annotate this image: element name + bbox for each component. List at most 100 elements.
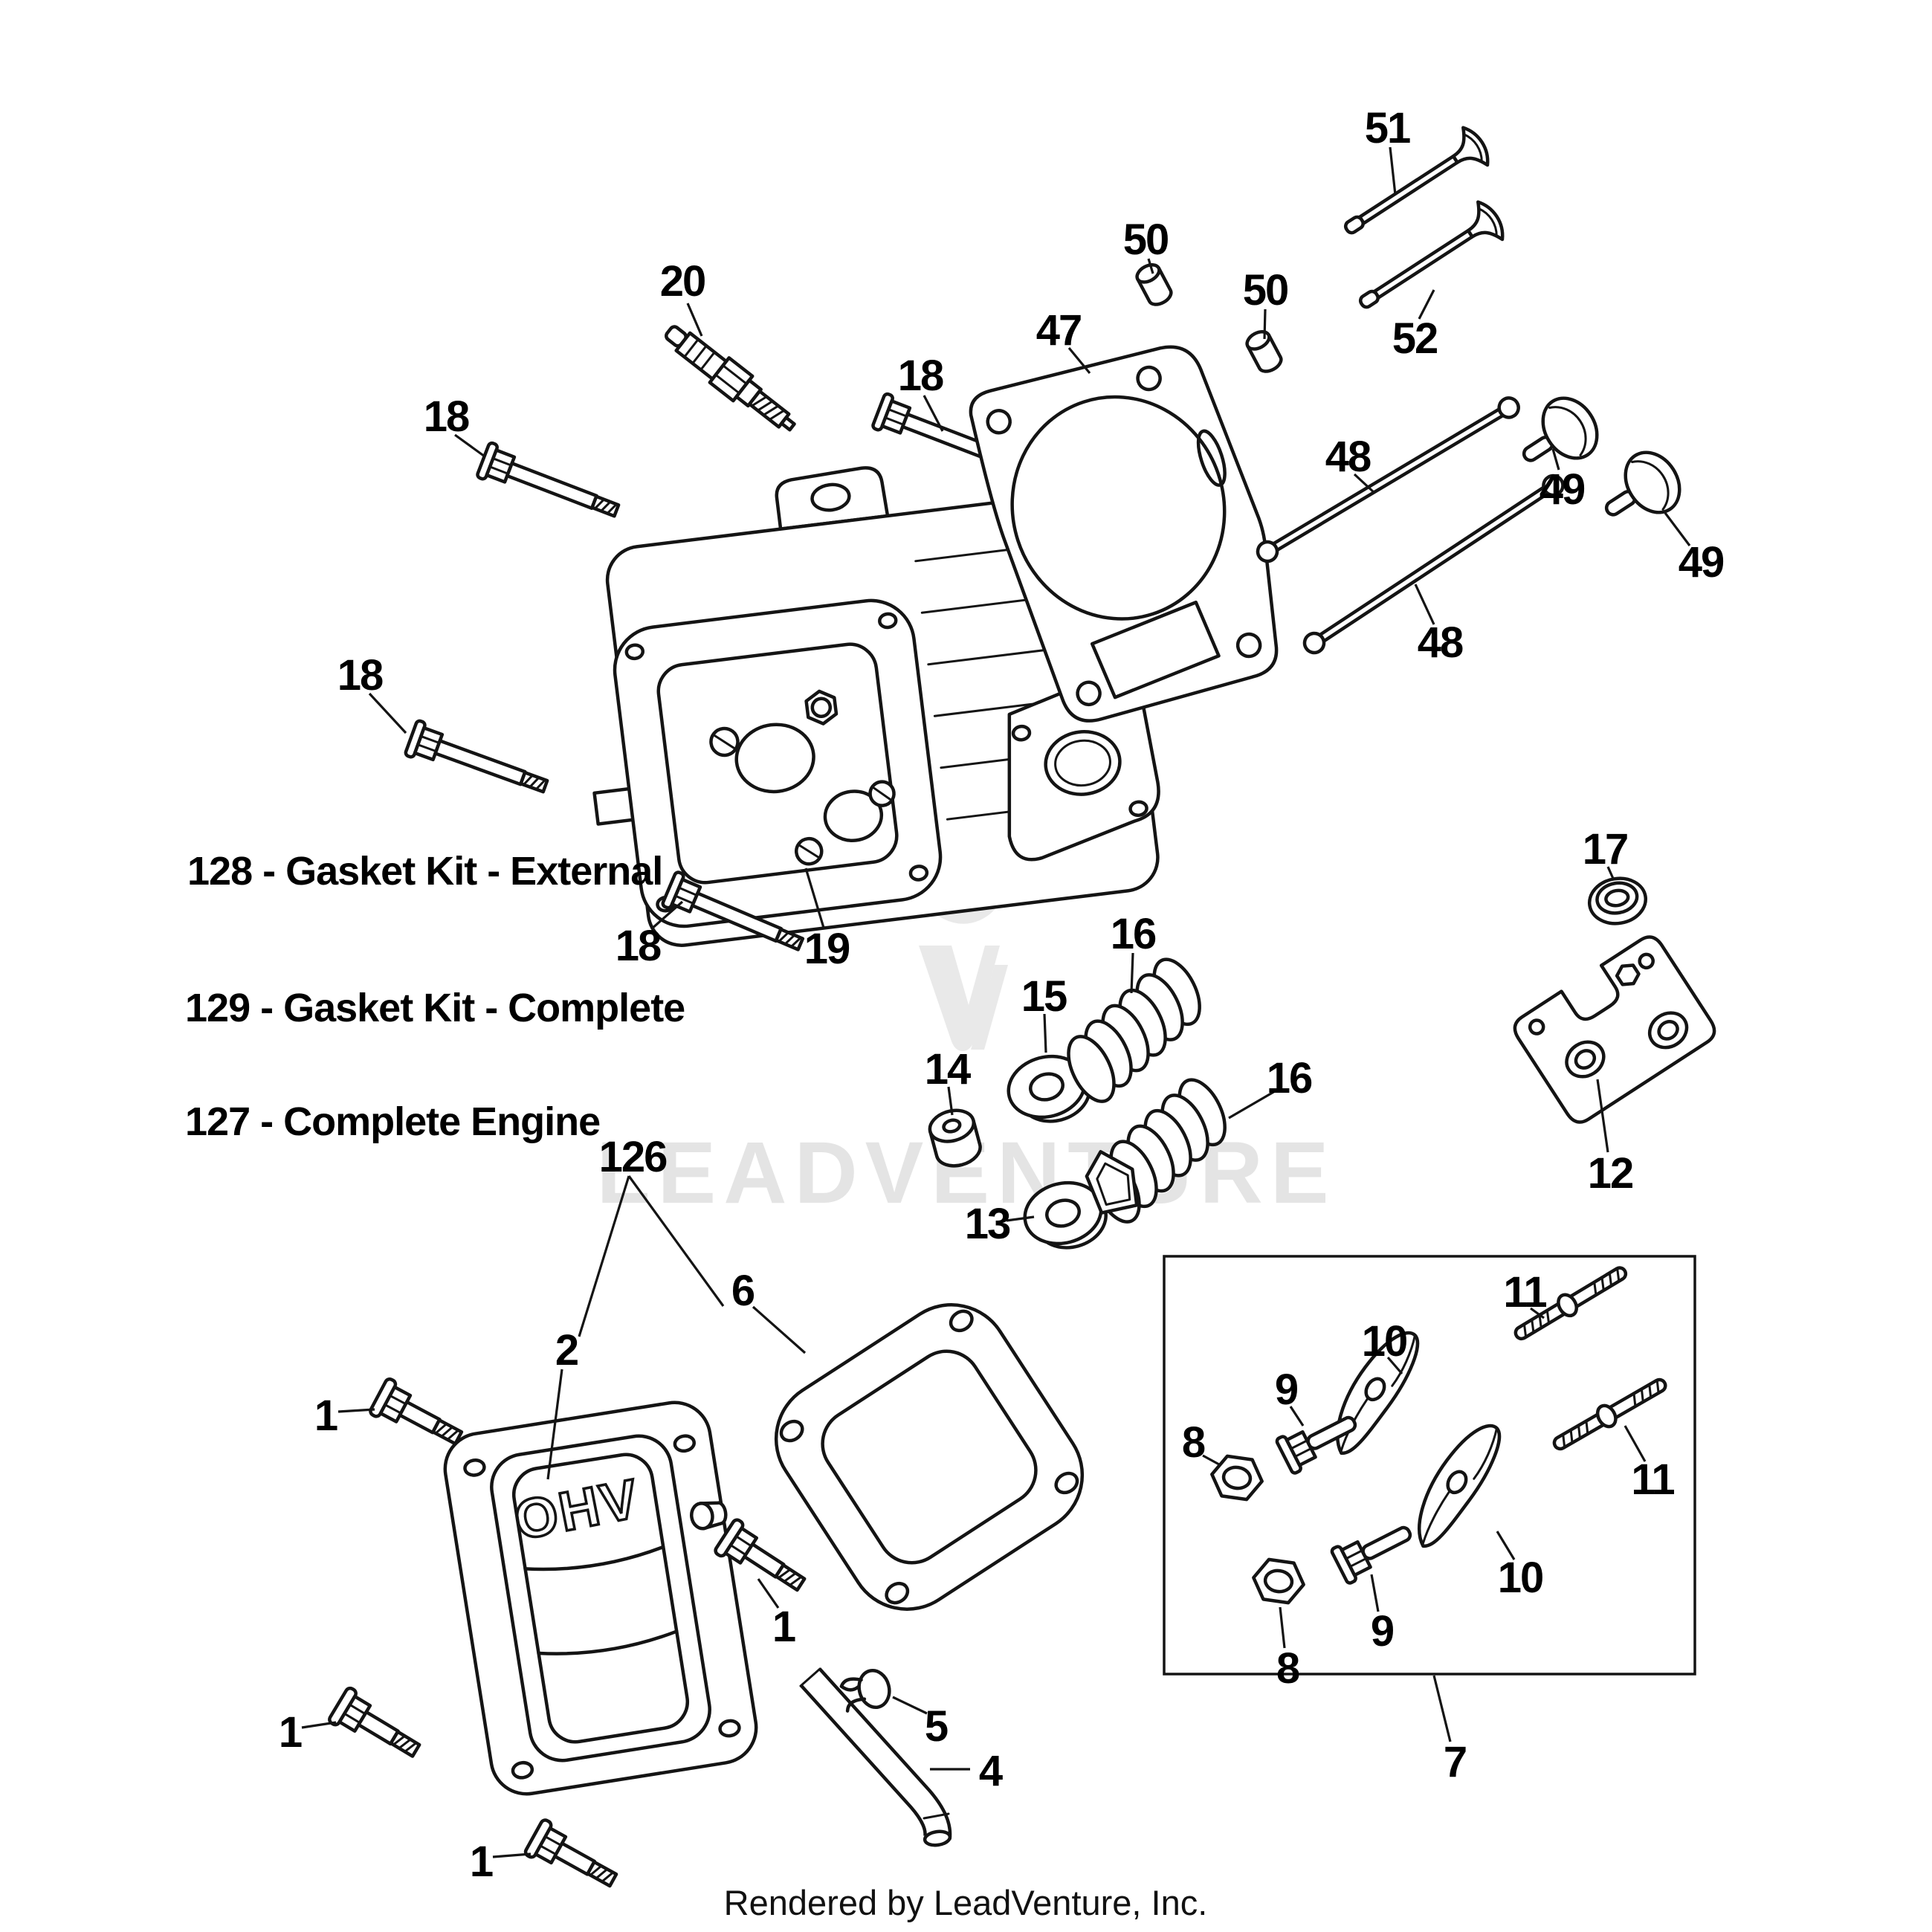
callout-20: 20 xyxy=(660,257,705,306)
leader-line-7 xyxy=(1432,1675,1452,1742)
leader-line-126 xyxy=(627,1175,725,1307)
leader-line-5 xyxy=(892,1696,928,1715)
callout-11: 11 xyxy=(1503,1268,1546,1316)
callout-1: 1 xyxy=(314,1392,337,1440)
callout-17: 17 xyxy=(1583,825,1628,873)
callout-49: 49 xyxy=(1679,538,1724,587)
leader-line-18 xyxy=(368,692,407,734)
leader-line-1 xyxy=(337,1408,375,1413)
rocker-arm-drawing xyxy=(1401,1415,1511,1554)
callout-13: 13 xyxy=(965,1200,1010,1248)
leader-line-49 xyxy=(1551,448,1560,471)
pivot-nut-drawing xyxy=(1587,876,1648,925)
rocker-kit-box xyxy=(1163,1255,1696,1676)
callout-14: 14 xyxy=(925,1045,971,1093)
head-gasket-drawing xyxy=(969,345,1279,723)
callout-16: 16 xyxy=(1111,910,1156,958)
callout-1: 1 xyxy=(279,1708,302,1757)
callout-9: 9 xyxy=(1371,1607,1394,1655)
callout-49: 49 xyxy=(1540,465,1585,514)
footer-credit: Rendered by LeadVenture, Inc. xyxy=(724,1883,1208,1922)
leader-line-11 xyxy=(1530,1307,1545,1319)
rocker-stud-drawing xyxy=(1550,1373,1670,1456)
leader-line-18 xyxy=(454,433,485,458)
callout-50: 50 xyxy=(1123,216,1169,264)
leader-line-19 xyxy=(804,868,825,928)
callout-19: 19 xyxy=(804,925,850,973)
callout-18: 18 xyxy=(337,651,383,700)
leader-line-14 xyxy=(947,1086,954,1116)
leader-line-1 xyxy=(492,1852,532,1858)
leader-line-9 xyxy=(1370,1574,1380,1612)
valve-spring-drawing xyxy=(1070,1065,1249,1237)
leader-line-51 xyxy=(1389,146,1397,196)
leader-line-50 xyxy=(1147,258,1154,274)
leader-line-126 xyxy=(578,1175,630,1337)
callout-51: 51 xyxy=(1365,104,1410,152)
kit-label-127: 127 - Complete Engine xyxy=(185,1099,600,1144)
breather-tube-drawing xyxy=(799,1667,952,1847)
leader-line-8 xyxy=(1202,1454,1220,1466)
tube-clamp-drawing xyxy=(839,1669,891,1713)
callout-10: 10 xyxy=(1498,1554,1543,1602)
leader-line-2 xyxy=(546,1369,563,1480)
callout-126: 126 xyxy=(599,1133,668,1181)
callout-2: 2 xyxy=(555,1326,578,1374)
callout-9: 9 xyxy=(1275,1366,1298,1414)
leader-line-10 xyxy=(1386,1356,1403,1375)
leader-line-48 xyxy=(1353,473,1376,494)
rocker-plate-drawing xyxy=(1513,935,1716,1124)
leader-line-47 xyxy=(1067,346,1091,375)
dowel-pin-drawing xyxy=(1134,262,1175,308)
leader-line-6 xyxy=(752,1305,807,1354)
callout-18: 18 xyxy=(424,392,469,441)
callout-50: 50 xyxy=(1243,266,1288,314)
callout-5: 5 xyxy=(925,1702,948,1751)
callout-16: 16 xyxy=(1267,1054,1312,1102)
leader-line-20 xyxy=(686,303,703,337)
callout-4: 4 xyxy=(979,1747,1003,1795)
cover-bolt-drawing xyxy=(369,1377,468,1456)
callout-15: 15 xyxy=(1021,972,1067,1021)
leader-line-10 xyxy=(1496,1531,1516,1560)
callout-8: 8 xyxy=(1276,1644,1299,1693)
callout-18: 18 xyxy=(616,922,661,970)
callout-47: 47 xyxy=(1036,306,1082,355)
callout-11: 11 xyxy=(1631,1456,1674,1504)
leader-line-16 xyxy=(1228,1090,1276,1120)
callout-52: 52 xyxy=(1392,314,1438,363)
cover-bolt-drawing xyxy=(524,1818,623,1897)
leader-line-48 xyxy=(1414,584,1435,625)
push-rod-drawing xyxy=(1256,396,1520,563)
leader-line-16 xyxy=(1130,952,1134,994)
cover-bolt-drawing xyxy=(328,1687,426,1768)
callout-8: 8 xyxy=(1182,1418,1205,1467)
leader-line-18 xyxy=(650,900,684,931)
leader-line-12 xyxy=(1596,1079,1609,1153)
pivot-lock-nut-drawing xyxy=(1251,1558,1307,1605)
leader-line-1 xyxy=(301,1721,337,1729)
kit-label-129: 129 - Gasket Kit - Complete xyxy=(185,986,685,1030)
callout-12: 12 xyxy=(1588,1149,1633,1198)
leader-line-18 xyxy=(923,395,944,432)
cover-gasket-drawing xyxy=(774,1303,1085,1611)
callout-18: 18 xyxy=(898,352,943,400)
pivot-lock-nut-drawing xyxy=(1209,1455,1265,1502)
leader-line-52 xyxy=(1418,289,1435,320)
leader-line-13 xyxy=(1006,1215,1035,1222)
leader-line-15 xyxy=(1043,1013,1047,1053)
leader-line-11 xyxy=(1624,1425,1647,1462)
callout-48: 48 xyxy=(1325,433,1371,481)
valve-cover-drawing: OHV xyxy=(443,1400,758,1796)
callout-10: 10 xyxy=(1362,1317,1407,1366)
leader-line-8 xyxy=(1279,1606,1286,1649)
leader-line-50 xyxy=(1263,308,1267,340)
leader-line-49 xyxy=(1664,512,1691,546)
callout-7: 7 xyxy=(1444,1738,1466,1786)
valve-cap-drawing xyxy=(1590,442,1690,538)
callout-1: 1 xyxy=(772,1603,795,1651)
valve-seal-drawing xyxy=(928,1108,982,1168)
